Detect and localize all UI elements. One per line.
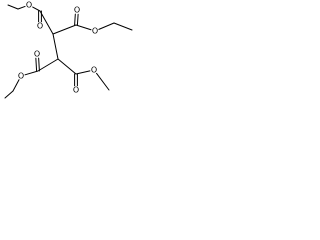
oxygen-atom-label: O xyxy=(91,66,97,75)
single-bond-line xyxy=(57,58,77,75)
oxygen-atom-label: O xyxy=(18,72,24,81)
structure-diagram: O O O O O O O O xyxy=(0,0,140,117)
single-bond-line xyxy=(98,22,115,30)
single-bond-line xyxy=(32,6,41,12)
single-bond-line xyxy=(37,58,59,72)
single-bond-line xyxy=(75,70,91,75)
single-bond-line xyxy=(96,72,110,91)
single-bond-line xyxy=(17,5,26,10)
single-bond-line xyxy=(7,4,19,10)
double-bond-line xyxy=(38,57,40,72)
double-bond-line xyxy=(35,57,38,72)
double-bond-line xyxy=(76,13,79,26)
molecule-drawing: O O O O O O O O xyxy=(4,1,133,99)
single-bond-line xyxy=(4,90,14,99)
single-bond-line xyxy=(52,24,77,35)
single-bond-line xyxy=(39,10,54,35)
oxygen-atom-label: O xyxy=(34,50,40,59)
double-bond-line xyxy=(74,13,76,26)
single-bond-line xyxy=(113,22,133,31)
oxygen-atom-label: O xyxy=(74,6,80,15)
single-bond-line xyxy=(52,33,59,60)
oxygen-atom-label: O xyxy=(37,22,43,31)
single-bond-line xyxy=(75,24,92,31)
oxygen-atom-label: O xyxy=(92,27,98,36)
oxygen-atom-label: O xyxy=(26,1,32,10)
oxygen-atom-label: O xyxy=(73,86,79,95)
single-bond-line xyxy=(12,79,20,92)
single-bond-line xyxy=(24,70,39,76)
